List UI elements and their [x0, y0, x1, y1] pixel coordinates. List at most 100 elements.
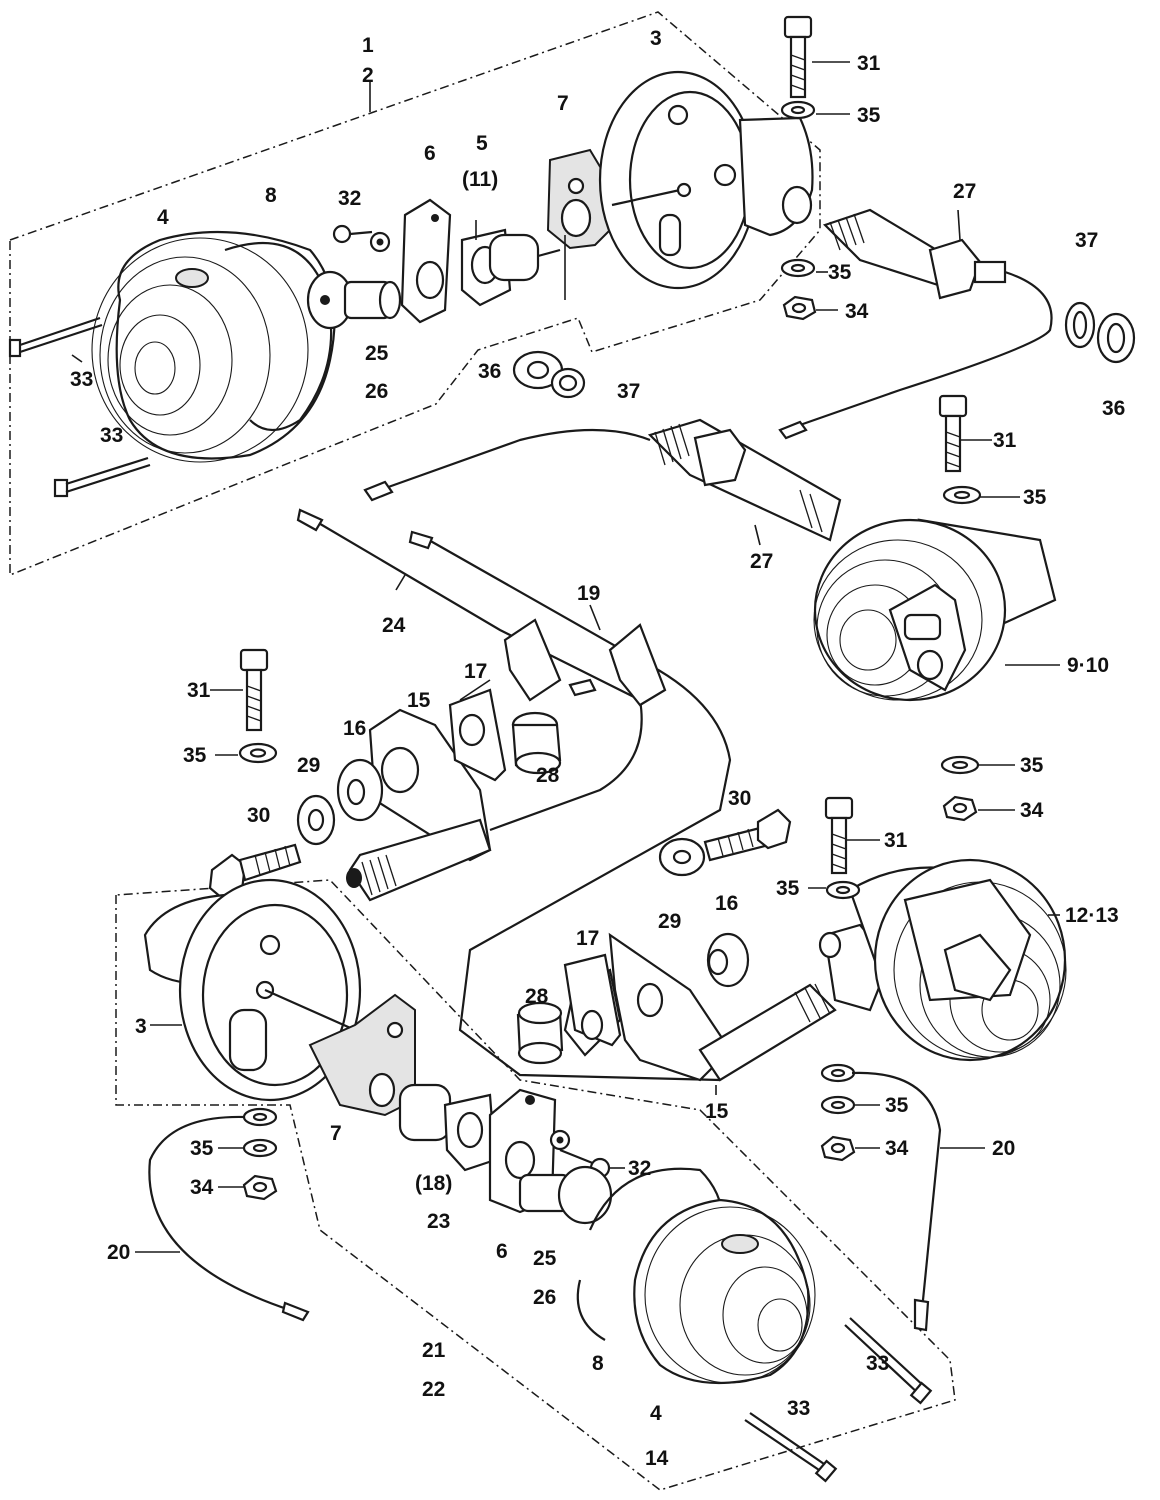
stem-bottom-right [698, 983, 837, 1082]
socket-bottom [398, 1083, 497, 1172]
callout-labels: 1 2 3 7 6 5 (11) 32 8 4 25 26 33 33 31 3… [70, 27, 1125, 1470]
washers-top-right [1064, 301, 1136, 364]
callout-33-top-a: 33 [70, 368, 93, 391]
leader-lines [71, 61, 1060, 1253]
bolt-bottom-right [824, 796, 861, 900]
callout-25-bottom: 25 [533, 1247, 557, 1270]
callout-34-bottom-right: 34 [885, 1137, 909, 1160]
wire-19 [408, 530, 732, 1082]
callout-25-top: 25 [365, 342, 389, 365]
callout-3-top: 3 [650, 27, 662, 50]
ground-wire-left [148, 1107, 310, 1322]
bolt-middle-right [938, 394, 982, 822]
callout-31-top: 31 [857, 52, 881, 75]
callout-34-top: 34 [845, 300, 869, 323]
callout-30-left: 30 [247, 804, 270, 827]
bulb-top [306, 270, 402, 330]
callout-16-bottom: 16 [715, 892, 738, 915]
callout-8-top: 8 [265, 184, 277, 207]
bracket-top [546, 148, 612, 250]
callout-35-top-b: 35 [828, 261, 852, 284]
callout-32-bottom: 32 [628, 1157, 651, 1180]
callout-7-top: 7 [557, 92, 569, 115]
callout-23: 23 [427, 1210, 450, 1233]
gasket-top [224, 242, 333, 432]
callout-34-bottom-left: 34 [190, 1176, 214, 1199]
callout-17-bottom: 17 [576, 927, 599, 950]
callout-2: 2 [362, 64, 374, 87]
lamp-middle-right [813, 518, 1057, 702]
stem-middle [363, 418, 842, 542]
socket-top [460, 228, 561, 307]
callout-35-bottom-right-b: 35 [885, 1094, 909, 1117]
callout-16-top: 16 [343, 717, 366, 740]
callout-29-bottom: 29 [658, 910, 681, 933]
callout-28-bottom: 28 [525, 985, 549, 1008]
lens-bottom [633, 1198, 816, 1385]
callout-36-right: 36 [1102, 397, 1125, 420]
bulb-bottom [518, 1165, 613, 1225]
mount-bracket-left [368, 688, 562, 862]
callout-4-bottom: 4 [650, 1402, 662, 1425]
callout-33-bottom-b: 33 [787, 1397, 810, 1420]
callout-26-top: 26 [365, 380, 388, 403]
callout-27-middle: 27 [750, 550, 773, 573]
callout-20-left: 20 [107, 1241, 130, 1264]
callout-5: 5 [476, 132, 488, 155]
long-screws-top [8, 316, 151, 498]
callout-33-top-b: 33 [100, 424, 123, 447]
ground-wire-right [820, 1063, 942, 1332]
callout-4-top: 4 [157, 206, 169, 229]
callout-7-bottom: 7 [330, 1122, 342, 1145]
bolt-middle-left [238, 648, 278, 764]
callout-3-bottom: 3 [135, 1015, 147, 1038]
callout-14: 14 [645, 1447, 669, 1470]
callout-37-middle: 37 [617, 380, 640, 403]
callout-11-paren: (11) [462, 168, 498, 191]
grommet-washer-left [296, 758, 384, 846]
callout-9-10: 9·10 [1067, 654, 1109, 677]
callout-33-bottom-a: 33 [866, 1352, 889, 1375]
bolt-top [780, 15, 817, 321]
callout-6-bottom: 6 [496, 1240, 508, 1263]
callout-31-bottom-right: 31 [884, 829, 908, 852]
housing-top [598, 70, 814, 290]
bolt-30-right [703, 808, 792, 862]
callout-12-13: 12·13 [1065, 904, 1119, 927]
callout-35-bottom-right: 35 [776, 877, 800, 900]
callout-24: 24 [382, 614, 406, 637]
callout-19: 19 [577, 582, 600, 605]
washers-middle [512, 350, 586, 399]
callout-37-right: 37 [1075, 229, 1098, 252]
stem-left [346, 818, 492, 902]
callout-35-right: 35 [1020, 754, 1044, 777]
stem-top [778, 208, 1053, 440]
callout-35-left: 35 [183, 744, 207, 767]
callout-21: 21 [422, 1339, 446, 1362]
callout-29-top: 29 [297, 754, 320, 777]
callout-35-bottom-left: 35 [190, 1137, 214, 1160]
callout-26-bottom: 26 [533, 1286, 556, 1309]
callout-35-top: 35 [857, 104, 881, 127]
callout-27-top: 27 [953, 180, 976, 203]
lens-top [91, 230, 336, 463]
callout-15-bottom: 15 [705, 1100, 729, 1123]
callout-18-paren: (18) [415, 1172, 452, 1195]
callout-32-top: 32 [338, 187, 361, 210]
callout-17-top: 17 [464, 660, 487, 683]
callout-20-right: 20 [992, 1137, 1015, 1160]
callout-22: 22 [422, 1378, 445, 1401]
screw-top [332, 224, 391, 253]
lamp-bottom-right [818, 858, 1067, 1062]
bracket-bottom [308, 993, 416, 1117]
group-outline-top [9, 11, 821, 577]
callout-30-right: 30 [728, 787, 751, 810]
callout-8-bottom: 8 [592, 1352, 604, 1375]
callout-15-top: 15 [407, 689, 431, 712]
callout-1: 1 [362, 34, 374, 57]
callout-6-top: 6 [424, 142, 436, 165]
callout-35-middle: 35 [1023, 486, 1047, 509]
callout-31-left: 31 [187, 679, 211, 702]
socket-plate-top [400, 198, 452, 324]
